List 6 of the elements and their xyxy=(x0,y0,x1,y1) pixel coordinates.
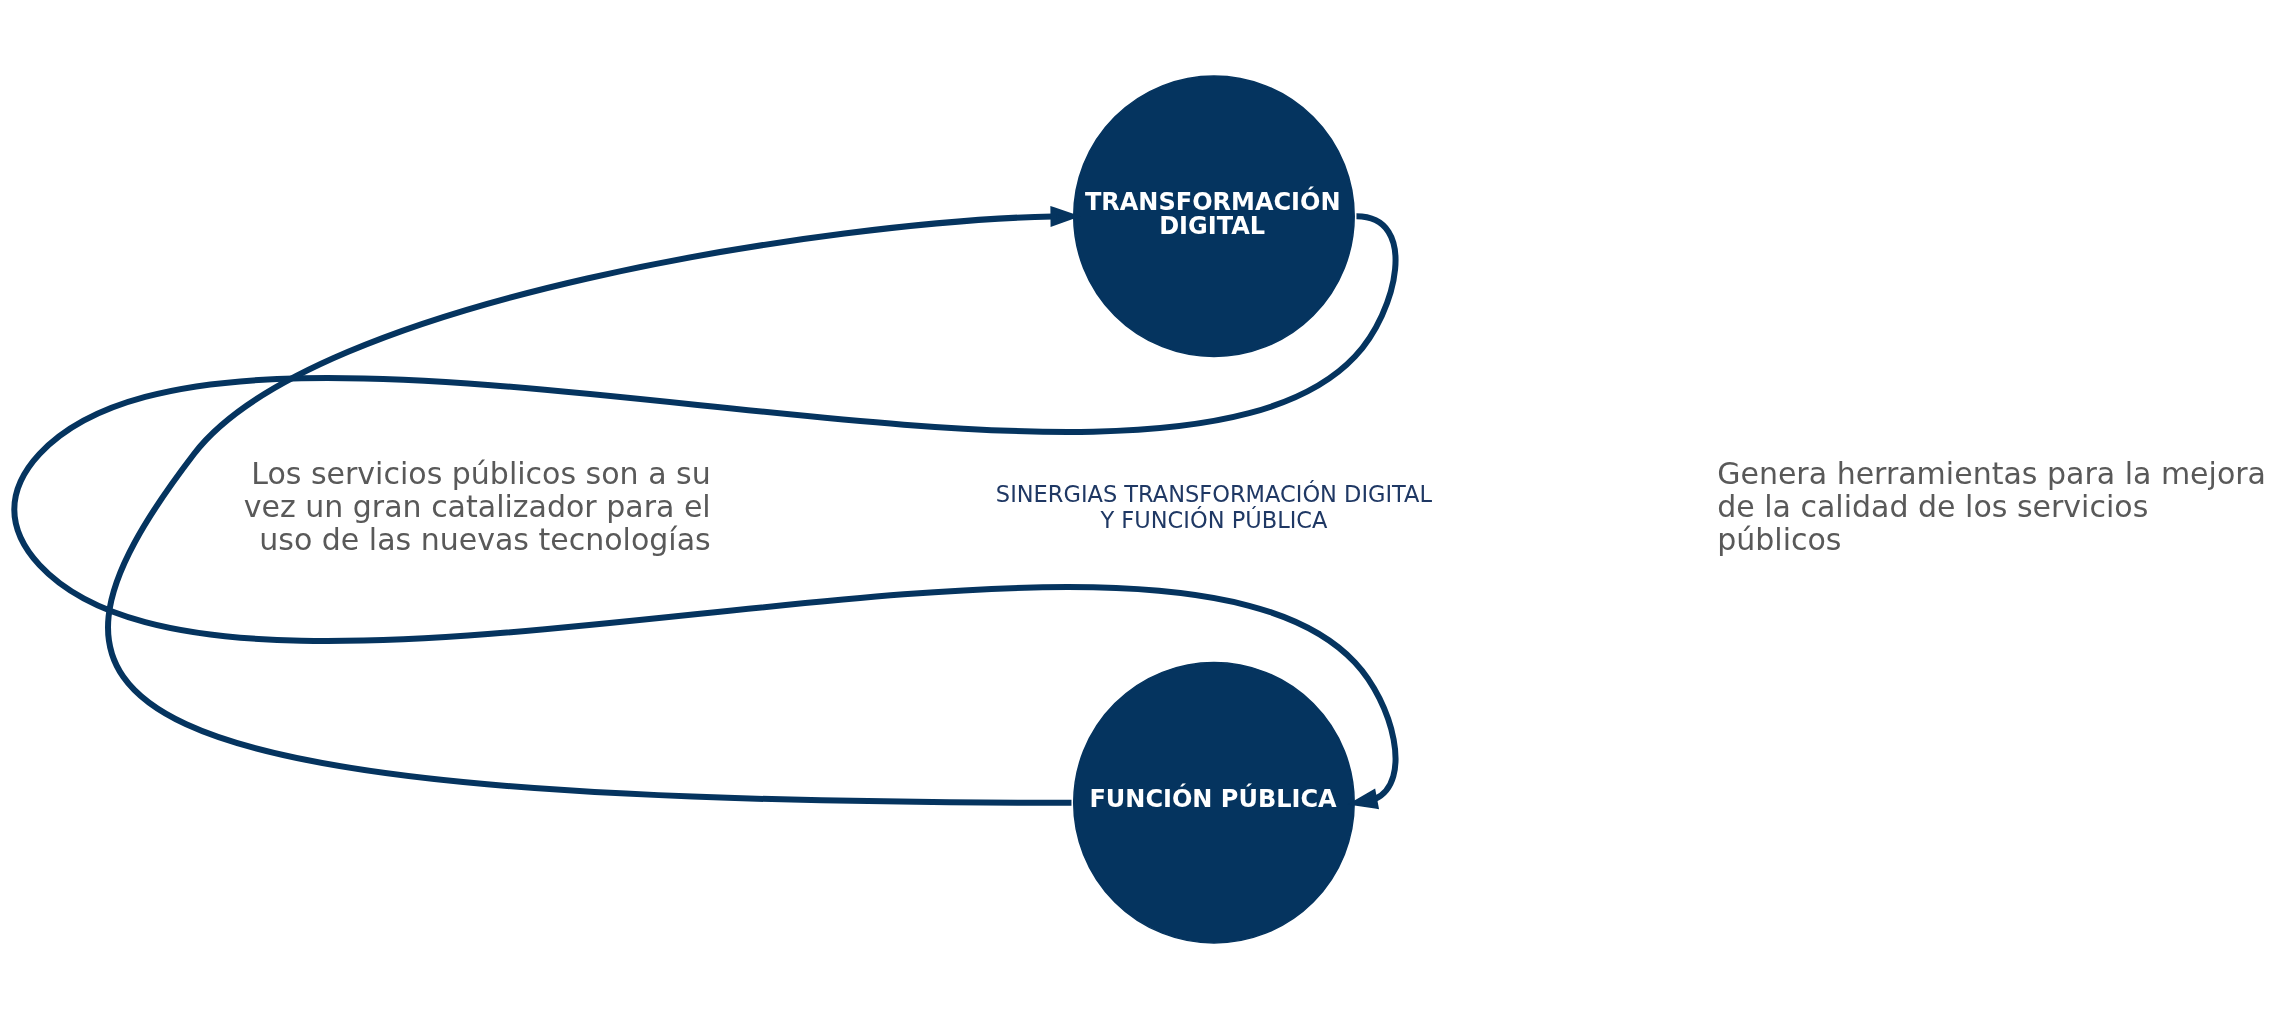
node-circle: TRANSFORMACIÓN DIGITAL xyxy=(1072,74,1355,357)
label: SINERGIAS TRANSFORMACIÓN DIGITAL Y FUNCIÓN PÚBLICA xyxy=(995,480,1433,532)
label: Los servicios públicos son a su vez un gran catalizador para el uso de las nuevas tecnologías xyxy=(243,455,711,557)
label: Genera herramientas para la mejora de la calidad de los servicios públicos xyxy=(1717,455,2267,557)
node-circle: FUNCIÓN PÚBLICA xyxy=(1072,661,1355,944)
arrow xyxy=(11,213,1399,809)
